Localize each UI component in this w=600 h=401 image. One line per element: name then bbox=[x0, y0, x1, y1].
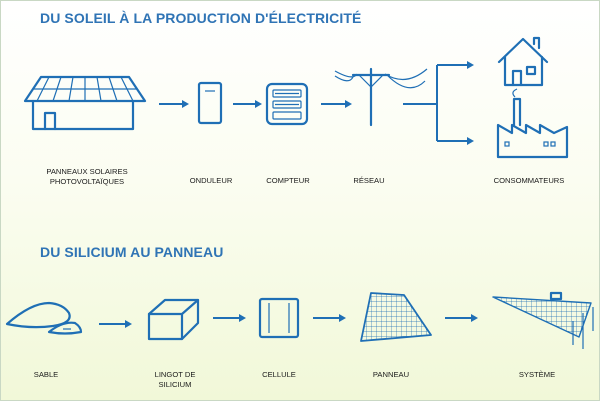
sand-icon bbox=[5, 301, 83, 335]
silicon-ingot-icon bbox=[147, 298, 200, 341]
section1-title: DU SOLEIL À LA PRODUCTION D'ÉLECTRICITÉ bbox=[40, 10, 362, 26]
label-lingot: LINGOT DE SILICIUM bbox=[154, 370, 196, 389]
factory-icon bbox=[496, 88, 569, 159]
power-pole-icon bbox=[334, 67, 428, 127]
section2-title: DU SILICIUM AU PANNEAU bbox=[40, 244, 224, 260]
inverter-icon bbox=[197, 81, 223, 125]
label-systeme: SYSTÈME bbox=[518, 370, 556, 379]
label-reseau: RÉSEAU bbox=[353, 176, 385, 185]
label-compteur: COMPTEUR bbox=[266, 176, 310, 185]
solar-house-icon bbox=[23, 75, 147, 131]
label-onduleur: ONDULEUR bbox=[189, 176, 233, 185]
label-panneaux: PANNEAUX SOLAIRES PHOTOVOLTAÏQUES bbox=[46, 167, 128, 186]
solar-panel-icon bbox=[360, 292, 432, 342]
solar-cell-icon bbox=[258, 297, 300, 339]
meter-icon bbox=[265, 82, 309, 126]
split-arrows bbox=[403, 61, 474, 145]
house-icon bbox=[497, 36, 549, 87]
label-consommateurs: CONSOMMATEURS bbox=[493, 176, 565, 185]
label-panneau: PANNEAU bbox=[372, 370, 410, 379]
label-cellule: CELLULE bbox=[262, 370, 296, 379]
label-sable: SABLE bbox=[33, 370, 59, 379]
solar-system-icon bbox=[492, 291, 594, 349]
